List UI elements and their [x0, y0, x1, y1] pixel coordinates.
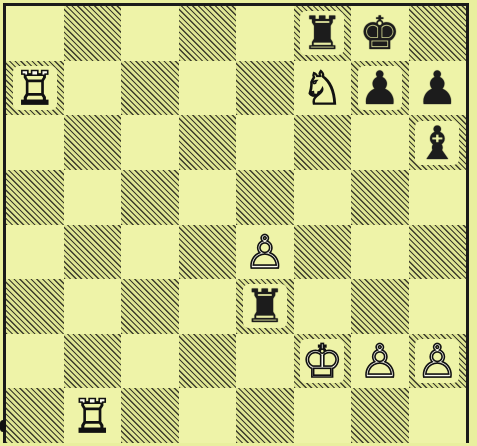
- square-c1[interactable]: [121, 388, 179, 443]
- square-b3[interactable]: [64, 279, 122, 334]
- square-d3[interactable]: [179, 279, 237, 334]
- square-h4[interactable]: [409, 225, 467, 280]
- square-h1[interactable]: [409, 388, 467, 443]
- chess-board: ♜ ♚ ♖ ♘ ♟ ♟ ♝ ♙ ♜ ♔ ♙ ♙ ♖: [3, 3, 469, 443]
- square-g6[interactable]: [351, 115, 409, 170]
- square-d6[interactable]: [179, 115, 237, 170]
- white-rook-icon[interactable]: ♖: [14, 65, 55, 111]
- square-c2[interactable]: [121, 334, 179, 389]
- white-knight-icon[interactable]: ♘: [302, 65, 343, 111]
- white-pawn-icon[interactable]: ♙: [359, 338, 400, 384]
- black-bishop-icon[interactable]: ♝: [417, 120, 458, 166]
- square-h8[interactable]: [409, 6, 467, 61]
- white-pawn-icon[interactable]: ♙: [417, 338, 458, 384]
- square-c3[interactable]: [121, 279, 179, 334]
- square-a3[interactable]: [6, 279, 64, 334]
- square-e4[interactable]: ♙: [236, 225, 294, 280]
- square-a4[interactable]: [6, 225, 64, 280]
- square-f6[interactable]: [294, 115, 352, 170]
- square-a1[interactable]: [6, 388, 64, 443]
- square-e5[interactable]: [236, 170, 294, 225]
- square-f4[interactable]: [294, 225, 352, 280]
- square-f5[interactable]: [294, 170, 352, 225]
- black-rook-icon[interactable]: ♜: [244, 283, 285, 329]
- square-c5[interactable]: [121, 170, 179, 225]
- square-d1[interactable]: [179, 388, 237, 443]
- black-pawn-icon[interactable]: ♟: [359, 65, 400, 111]
- square-e3[interactable]: ♜: [236, 279, 294, 334]
- page-edge-mark: [0, 420, 6, 432]
- square-e7[interactable]: [236, 61, 294, 116]
- square-e8[interactable]: [236, 6, 294, 61]
- square-b6[interactable]: [64, 115, 122, 170]
- square-g2[interactable]: ♙: [351, 334, 409, 389]
- square-g4[interactable]: [351, 225, 409, 280]
- black-king-icon[interactable]: ♚: [359, 10, 400, 56]
- square-g1[interactable]: [351, 388, 409, 443]
- square-a2[interactable]: [6, 334, 64, 389]
- square-b5[interactable]: [64, 170, 122, 225]
- square-h3[interactable]: [409, 279, 467, 334]
- white-rook-icon[interactable]: ♖: [72, 393, 113, 439]
- square-d8[interactable]: [179, 6, 237, 61]
- black-pawn-icon[interactable]: ♟: [417, 65, 458, 111]
- square-c4[interactable]: [121, 225, 179, 280]
- square-d4[interactable]: [179, 225, 237, 280]
- square-e1[interactable]: [236, 388, 294, 443]
- square-g3[interactable]: [351, 279, 409, 334]
- square-d7[interactable]: [179, 61, 237, 116]
- white-pawn-icon[interactable]: ♙: [244, 229, 285, 275]
- square-c8[interactable]: [121, 6, 179, 61]
- square-e6[interactable]: [236, 115, 294, 170]
- square-h2[interactable]: ♙: [409, 334, 467, 389]
- square-d2[interactable]: [179, 334, 237, 389]
- square-h7[interactable]: ♟: [409, 61, 467, 116]
- square-f3[interactable]: [294, 279, 352, 334]
- square-a5[interactable]: [6, 170, 64, 225]
- square-b7[interactable]: [64, 61, 122, 116]
- black-rook-icon[interactable]: ♜: [302, 10, 343, 56]
- square-a6[interactable]: [6, 115, 64, 170]
- square-h5[interactable]: [409, 170, 467, 225]
- square-h6[interactable]: ♝: [409, 115, 467, 170]
- square-b8[interactable]: [64, 6, 122, 61]
- square-b2[interactable]: [64, 334, 122, 389]
- square-f1[interactable]: [294, 388, 352, 443]
- square-e2[interactable]: [236, 334, 294, 389]
- square-b4[interactable]: [64, 225, 122, 280]
- square-a7[interactable]: ♖: [6, 61, 64, 116]
- square-d5[interactable]: [179, 170, 237, 225]
- square-g5[interactable]: [351, 170, 409, 225]
- square-f8[interactable]: ♜: [294, 6, 352, 61]
- square-g7[interactable]: ♟: [351, 61, 409, 116]
- white-king-icon[interactable]: ♔: [302, 338, 343, 384]
- square-a8[interactable]: [6, 6, 64, 61]
- square-c7[interactable]: [121, 61, 179, 116]
- square-f2[interactable]: ♔: [294, 334, 352, 389]
- square-c6[interactable]: [121, 115, 179, 170]
- square-b1[interactable]: ♖: [64, 388, 122, 443]
- square-g8[interactable]: ♚: [351, 6, 409, 61]
- square-f7[interactable]: ♘: [294, 61, 352, 116]
